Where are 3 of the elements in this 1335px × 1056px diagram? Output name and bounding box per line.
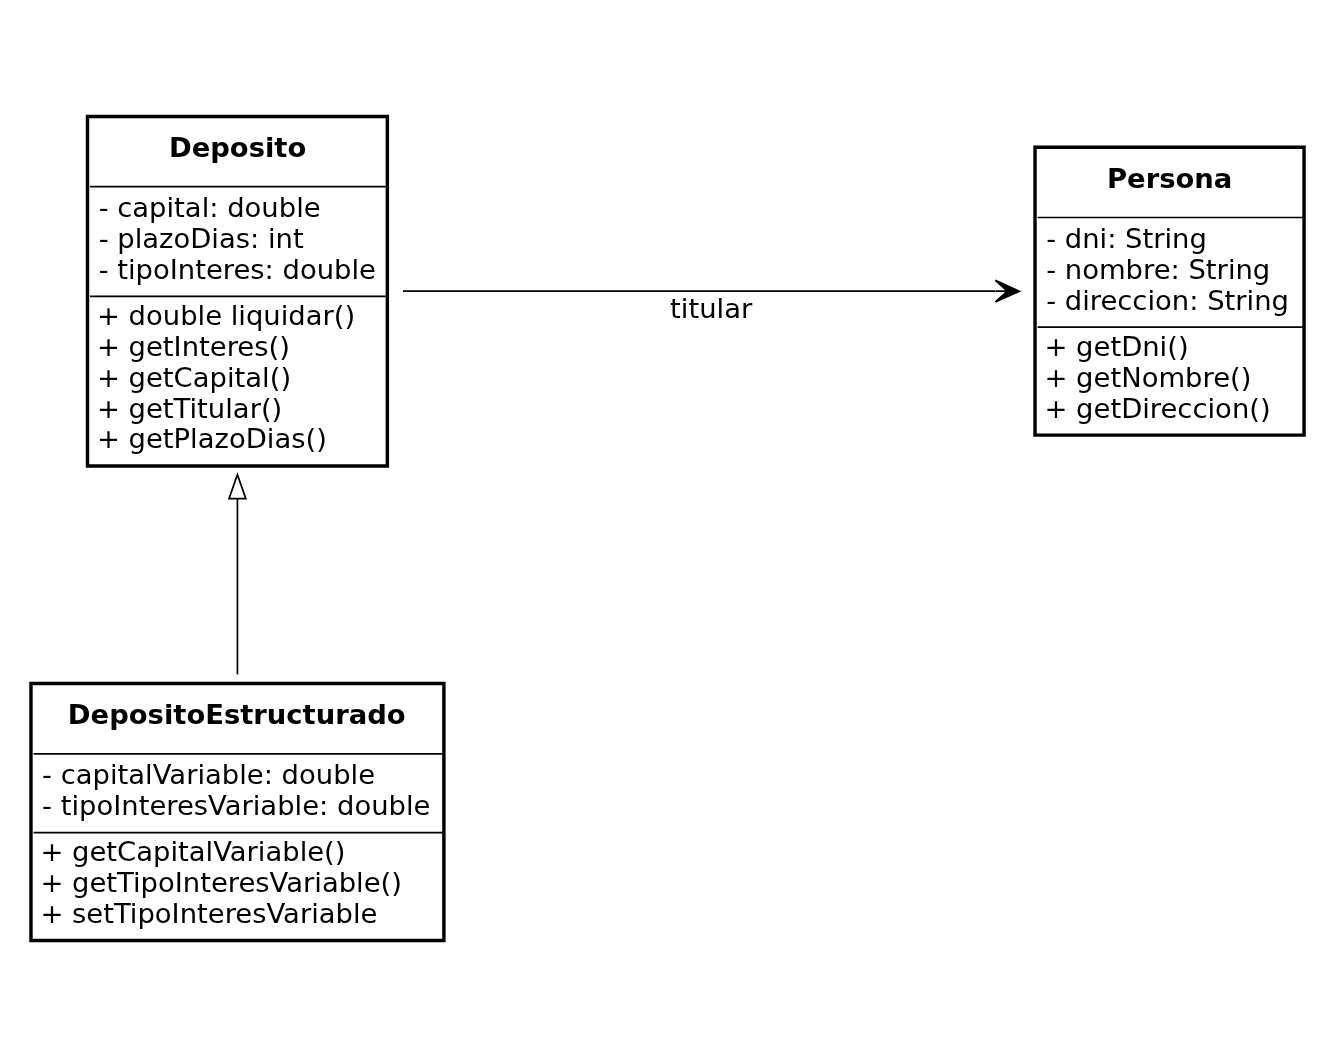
edge-label: titular [670,292,753,324]
arrow [402,279,1021,303]
arrow [227,471,248,675]
